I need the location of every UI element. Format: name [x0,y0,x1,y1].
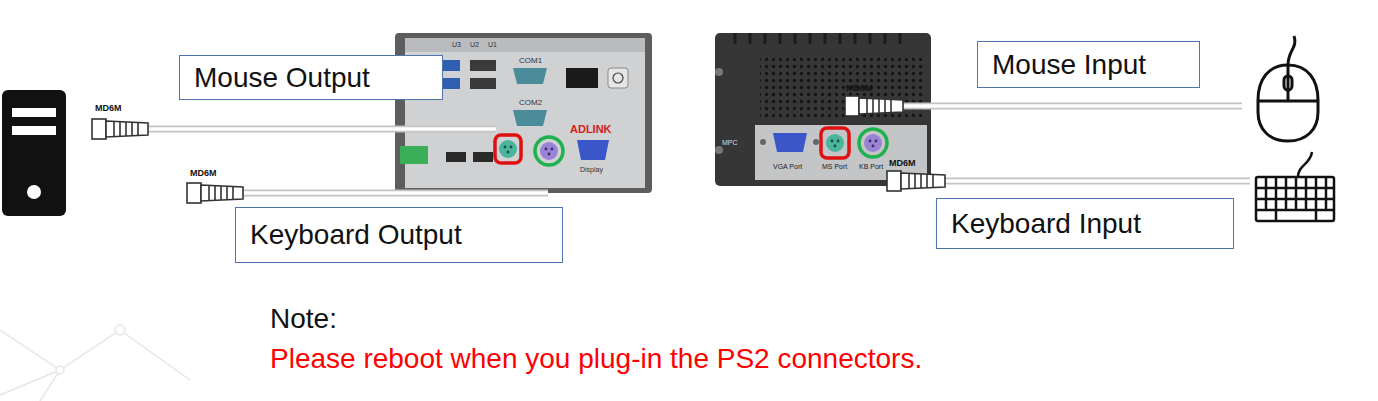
network-decoration [0,325,190,401]
mouse-icon [1258,36,1318,141]
cable-label: MD6M [95,104,122,113]
port-label: COM2 [519,99,542,107]
port-label: U2 [470,41,479,48]
callout-box: Keyboard Output [235,207,563,263]
port-label: U1 [488,41,497,48]
port-label: COM1 [519,57,542,65]
md6m-plugs [92,96,945,203]
cable-label: MD6M [846,84,873,93]
port-label: MS Port [822,163,847,170]
port-label: U3 [452,41,461,48]
cable-label: MD6M [889,159,916,168]
callout-box: Mouse Input [977,41,1200,88]
callout-text: Mouse Input [992,49,1146,81]
note-heading: Note: [270,305,337,333]
cable-label: MD6M [190,169,217,178]
md6m-cables [148,106,1250,193]
callout-box: Keyboard Input [936,198,1234,249]
note-text: Please reboot when you plug-in the PS2 c… [270,345,922,373]
brand-logo: ADLINK [570,124,612,135]
mpc-device-photo [715,33,931,186]
keyboard-icon [1256,152,1334,221]
callout-text: Keyboard Input [951,208,1141,240]
port-label: Display [580,166,603,173]
port-label: KB Port [859,163,883,170]
callout-box: Mouse Output [179,55,443,100]
pc-tower-icon [2,90,66,216]
device-label: MPC [722,139,738,146]
port-label: VGA Port [773,163,802,170]
callout-text: Mouse Output [194,62,370,94]
callout-text: Keyboard Output [250,219,462,251]
